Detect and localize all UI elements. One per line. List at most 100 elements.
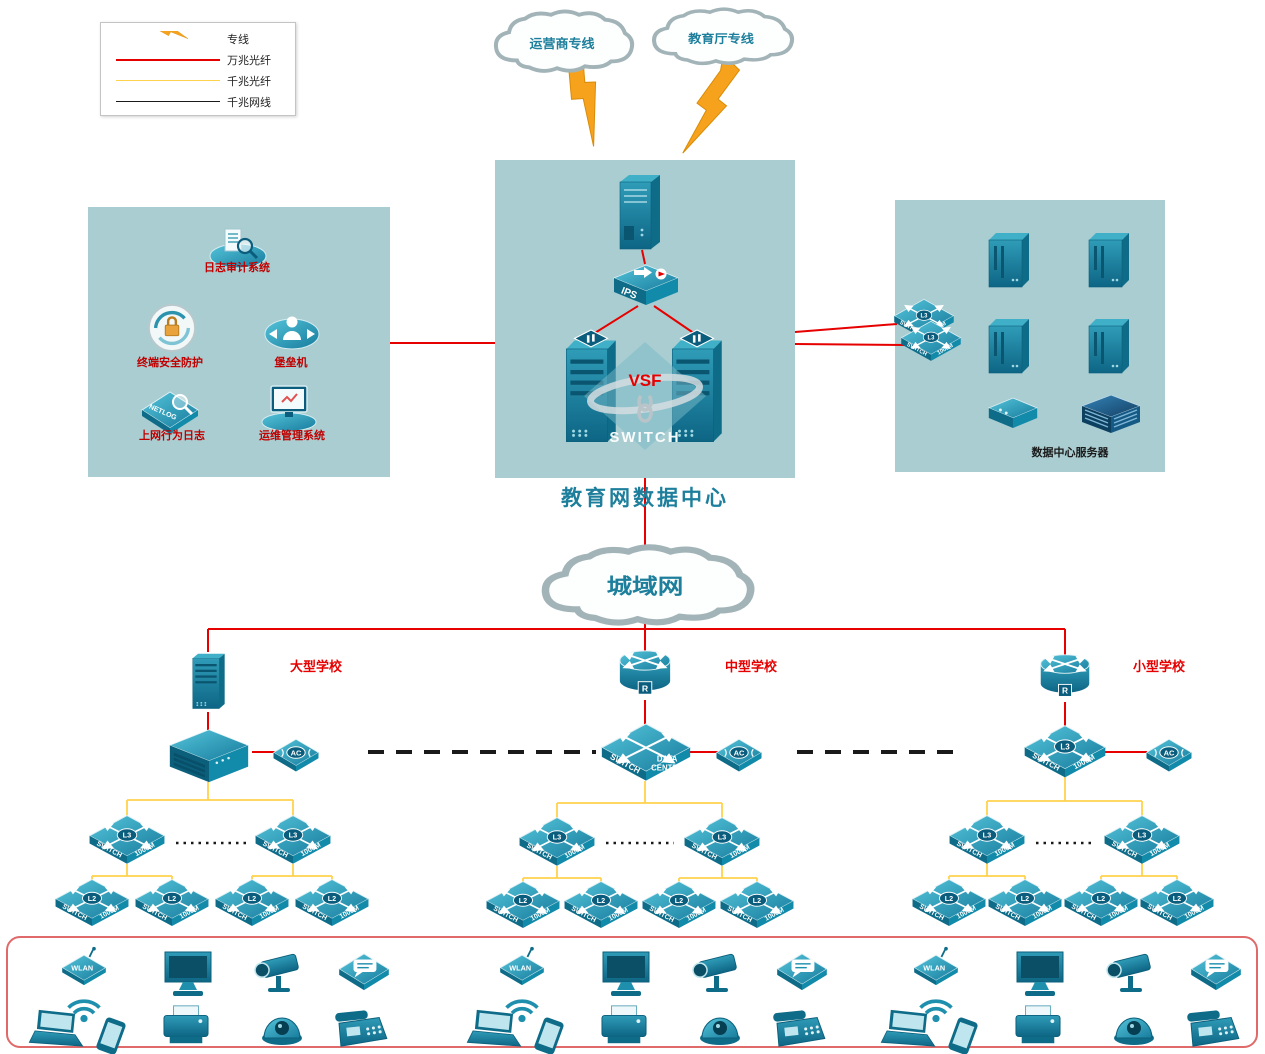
terminal-wifi-signal[interactable] <box>493 984 551 1024</box>
terminal-fax-phone[interactable] <box>1182 1006 1244 1050</box>
svg-text:教育厅专线: 教育厅专线 <box>688 31 754 45</box>
log-audit-icon[interactable] <box>205 224 271 270</box>
terminal-printer[interactable] <box>157 1002 215 1048</box>
svg-text:L3: L3 <box>553 833 562 842</box>
svg-text:DATA: DATA <box>657 754 678 763</box>
svg-text:L2: L2 <box>1097 895 1105 903</box>
terminal-fax-phone[interactable] <box>330 1006 392 1050</box>
netlog-icon[interactable]: NETLOG <box>138 386 202 434</box>
school-large-label: 大型学校 <box>290 659 343 674</box>
medium-school-l3-switch-1[interactable]: L3 SWITCH 1000M <box>518 816 596 872</box>
svg-text:WLAN: WLAN <box>509 964 531 973</box>
large-school-l2-switch-4[interactable]: L2 SWITCH 1000M <box>294 878 370 932</box>
terminal-printer[interactable] <box>595 1002 653 1048</box>
svg-text:R: R <box>642 683 649 693</box>
medium-school-l2-switch-4[interactable]: L2 SWITCH 1000M <box>719 880 795 934</box>
terminal-desktop-monitor[interactable] <box>157 948 219 1000</box>
ips-device[interactable]: IPS <box>604 262 688 318</box>
svg-text:SWITCH: SWITCH <box>609 429 680 446</box>
terminal-ptz-camera[interactable] <box>686 946 748 998</box>
svg-text:L2: L2 <box>88 895 96 903</box>
datacenter-access-switch-2[interactable]: L3 SWITCH 1000M <box>900 320 962 366</box>
datacenter-server[interactable] <box>983 314 1035 378</box>
datacenter-rack[interactable] <box>1076 392 1146 438</box>
large-school-l2-switch-2[interactable]: L2 SWITCH 1000M <box>134 878 210 932</box>
terminal-chat-device[interactable] <box>1188 950 1244 992</box>
legend-item-1g-cable: 千兆网线 <box>109 91 295 112</box>
security-item-label: 堡垒机 <box>274 357 308 369</box>
cloud-edu-line[interactable]: 教育厅专线 <box>645 6 797 68</box>
small-school-l3-switch-1[interactable]: L3 SWITCH 1000M <box>948 814 1026 870</box>
large-school-core-gateway[interactable] <box>162 724 256 786</box>
medium-school-l2-switch-1[interactable]: L2 SWITCH 1000M <box>485 880 561 934</box>
terminal-dome-camera[interactable] <box>694 1002 746 1048</box>
ops-monitor-icon[interactable] <box>258 382 320 432</box>
terminal-wifi-signal[interactable] <box>907 984 965 1024</box>
endpoint-shield-icon[interactable] <box>146 302 198 354</box>
terminal-wireless-ap[interactable]: WLAN <box>910 946 962 986</box>
terminal-smartphone[interactable] <box>524 1017 574 1054</box>
legend-label: 万兆光纤 <box>227 54 271 67</box>
terminal-chat-device[interactable] <box>336 950 392 992</box>
svg-text:AC: AC <box>1164 748 1175 757</box>
datacenter-server[interactable] <box>1083 314 1135 378</box>
terminal-laptop[interactable] <box>879 1008 937 1050</box>
terminal-laptop[interactable] <box>465 1008 523 1050</box>
svg-text:L3: L3 <box>928 335 936 341</box>
small-school-l2-switch-4[interactable]: L2 SWITCH 1000M <box>1139 878 1215 932</box>
terminal-ptz-camera[interactable] <box>248 946 310 998</box>
datacenter-storage[interactable] <box>983 396 1043 434</box>
terminal-smartphone[interactable] <box>86 1017 136 1054</box>
lightning-icon <box>109 30 227 47</box>
large-school-l2-switch-3[interactable]: L2 SWITCH 1000M <box>214 878 290 932</box>
terminal-wifi-signal[interactable] <box>55 984 113 1024</box>
small-school-l3-switch-2[interactable]: L3 SWITCH 1000M <box>1103 814 1181 870</box>
medium-school-router[interactable]: R <box>616 648 674 700</box>
terminal-printer[interactable] <box>1009 1002 1067 1048</box>
terminal-ptz-camera[interactable] <box>1100 946 1162 998</box>
cloud-man[interactable]: 城域网 <box>532 543 758 629</box>
svg-text:L3: L3 <box>1060 742 1070 751</box>
small-school-l2-switch-1[interactable]: L2 SWITCH 1000M <box>911 878 987 932</box>
terminal-laptop[interactable] <box>27 1008 85 1050</box>
medium-school-l3-switch-2[interactable]: L3 SWITCH 1000M <box>683 816 761 872</box>
terminal-desktop-monitor[interactable] <box>595 948 657 1000</box>
terminal-dome-camera[interactable] <box>1108 1002 1160 1048</box>
svg-text:L2: L2 <box>168 895 176 903</box>
bastion-user-icon[interactable] <box>261 310 323 352</box>
terminal-wireless-ap[interactable]: WLAN <box>58 946 110 986</box>
svg-text:L2: L2 <box>1021 895 1029 903</box>
medium-school-l2-switch-3[interactable]: L2 SWITCH 1000M <box>641 880 717 934</box>
large-school-l3-switch-2[interactable]: L3 SWITCH 1000M <box>254 814 332 870</box>
legend-item-dedicated-line: 专线 <box>109 28 295 49</box>
small-school-router[interactable]: R <box>1037 652 1093 702</box>
cloud-isp-line[interactable]: 运营商专线 <box>487 8 637 76</box>
svg-text:L2: L2 <box>945 895 953 903</box>
large-school-server[interactable] <box>186 648 230 712</box>
small-school-ac-controller[interactable]: AC <box>1144 736 1194 774</box>
core-firewall-device[interactable] <box>612 168 668 256</box>
terminal-chat-device[interactable] <box>774 950 830 992</box>
medium-school-ac-controller[interactable]: AC <box>714 736 764 774</box>
school-small-label: 小型学校 <box>1133 659 1186 674</box>
datacenter-server[interactable] <box>1083 228 1135 292</box>
svg-text:L3: L3 <box>1138 831 1147 840</box>
small-school-core-switch[interactable]: L3 SWITCH 1000M <box>1023 724 1107 784</box>
school-medium-label: 中型学校 <box>725 659 778 674</box>
terminal-smartphone[interactable] <box>938 1017 988 1054</box>
medium-school-core-switch[interactable]: SWITCH DATA CENTER <box>600 722 692 788</box>
terminal-dome-camera[interactable] <box>256 1002 308 1048</box>
terminal-wireless-ap[interactable]: WLAN <box>496 946 548 986</box>
terminal-desktop-monitor[interactable] <box>1009 948 1071 1000</box>
large-school-l2-switch-1[interactable]: L2 SWITCH 1000M <box>54 878 130 932</box>
datacenter-server[interactable] <box>983 228 1035 292</box>
large-school-l3-switch-1[interactable]: L3 SWITCH 1000M <box>88 814 166 870</box>
large-school-ac-controller[interactable]: AC <box>271 736 321 774</box>
terminal-fax-phone[interactable] <box>768 1006 830 1050</box>
small-school-l2-switch-3[interactable]: L2 SWITCH 1000M <box>1063 878 1139 932</box>
svg-text:WLAN: WLAN <box>71 964 93 973</box>
small-school-l2-switch-2[interactable]: L2 SWITCH 1000M <box>987 878 1063 932</box>
medium-school-l2-switch-2[interactable]: L2 SWITCH 1000M <box>563 880 639 934</box>
svg-text:L3: L3 <box>289 831 298 840</box>
